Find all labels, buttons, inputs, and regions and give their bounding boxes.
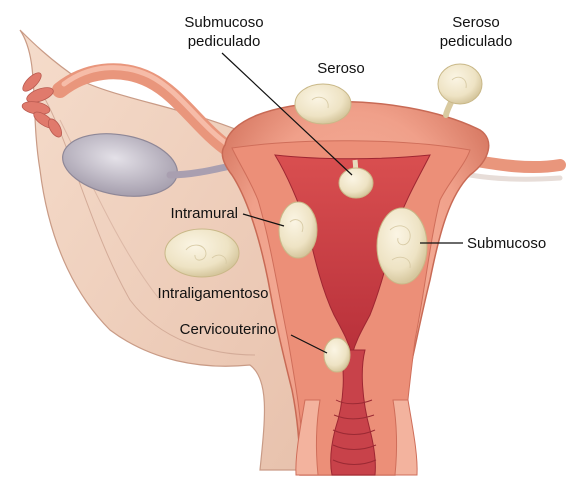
fibroid-intramural: [279, 202, 317, 258]
label-intraligamentoso: Intraligamentoso: [158, 285, 269, 302]
label-cervicouterino: Cervicouterino: [180, 321, 277, 338]
label-submucoso: Submucoso: [467, 235, 546, 252]
fibroid-seroso-pediculado: [438, 64, 482, 115]
fibroid-cervicouterino: [324, 338, 350, 372]
fibroid-submucoso: [377, 208, 427, 284]
label-submucoso-pediculado: pediculado: [188, 33, 261, 50]
label-intramural: Intramural: [170, 205, 238, 222]
right-round-ligament: [470, 175, 560, 179]
label-seroso-pediculado: pediculado: [440, 33, 513, 50]
fibroid-intraligamentoso: [165, 229, 239, 277]
label-seroso-pediculado: Seroso: [452, 14, 500, 31]
label-submucoso-pediculado: Submucoso: [184, 14, 263, 31]
vaginal-wall: [393, 400, 417, 475]
label-seroso: Seroso: [317, 60, 365, 77]
fibroid-seroso: [295, 84, 351, 124]
